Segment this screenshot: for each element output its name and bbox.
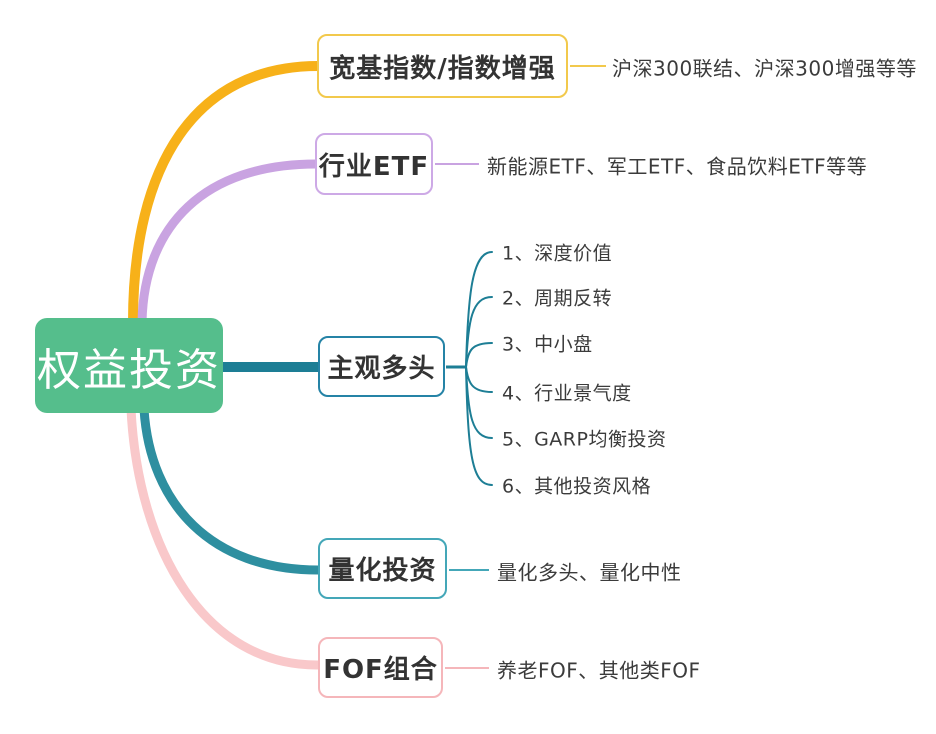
fan-curve-5 <box>465 366 493 439</box>
branch-node-quant[interactable]: 量化投资 <box>318 538 447 599</box>
branch-node-broad-index[interactable]: 宽基指数/指数增强 <box>317 34 568 98</box>
fan-curve-3 <box>465 342 493 368</box>
branch-node-label: FOF组合 <box>323 655 438 685</box>
branch-curve-sector-etf <box>137 159 321 327</box>
fan-curve-1 <box>465 251 493 368</box>
leaf-text-other-styles[interactable]: 6、其他投资风格 <box>502 475 652 498</box>
branch-node-subjective-long[interactable]: 主观多头 <box>318 336 445 397</box>
branch-node-label: 量化投资 <box>328 556 437 586</box>
branch-node-label: 行业ETF <box>318 151 430 182</box>
leaf-text-small-mid-cap[interactable]: 3、中小盘 <box>502 333 593 356</box>
fan-curve-6 <box>465 366 493 486</box>
branch-curve-quant <box>139 404 323 575</box>
fan-curve-4 <box>465 366 493 393</box>
root-node-label: 权益投资 <box>37 344 221 396</box>
branch-node-fof[interactable]: FOF组合 <box>318 637 443 698</box>
leaf-text-sector-etf-detail[interactable]: 新能源ETF、军工ETF、食品饮料ETF等等 <box>487 154 868 179</box>
fan-curve-2 <box>465 296 493 368</box>
branch-curve-fof <box>126 404 323 670</box>
leaf-text-industry-prosperity[interactable]: 4、行业景气度 <box>502 382 632 405</box>
root-node-equity-investment[interactable]: 权益投资 <box>35 318 223 413</box>
branch-node-sector-etf[interactable]: 行业ETF <box>315 133 433 195</box>
branch-node-label: 主观多头 <box>327 354 436 384</box>
leaf-text-quant-detail[interactable]: 量化多头、量化中性 <box>497 560 682 585</box>
leaf-text-deep-value[interactable]: 1、深度价值 <box>502 242 613 265</box>
branch-curve-broad-index <box>128 61 323 327</box>
leaf-text-cycle-reversal[interactable]: 2、周期反转 <box>502 287 613 310</box>
leaf-text-garp-balanced[interactable]: 5、GARP均衡投资 <box>502 428 667 451</box>
leaf-text-broad-index-detail[interactable]: 沪深300联结、沪深300增强等等 <box>612 56 917 81</box>
leaf-text-fof-detail[interactable]: 养老FOF、其他类FOF <box>497 658 701 683</box>
branch-node-label: 宽基指数/指数增强 <box>329 53 556 84</box>
